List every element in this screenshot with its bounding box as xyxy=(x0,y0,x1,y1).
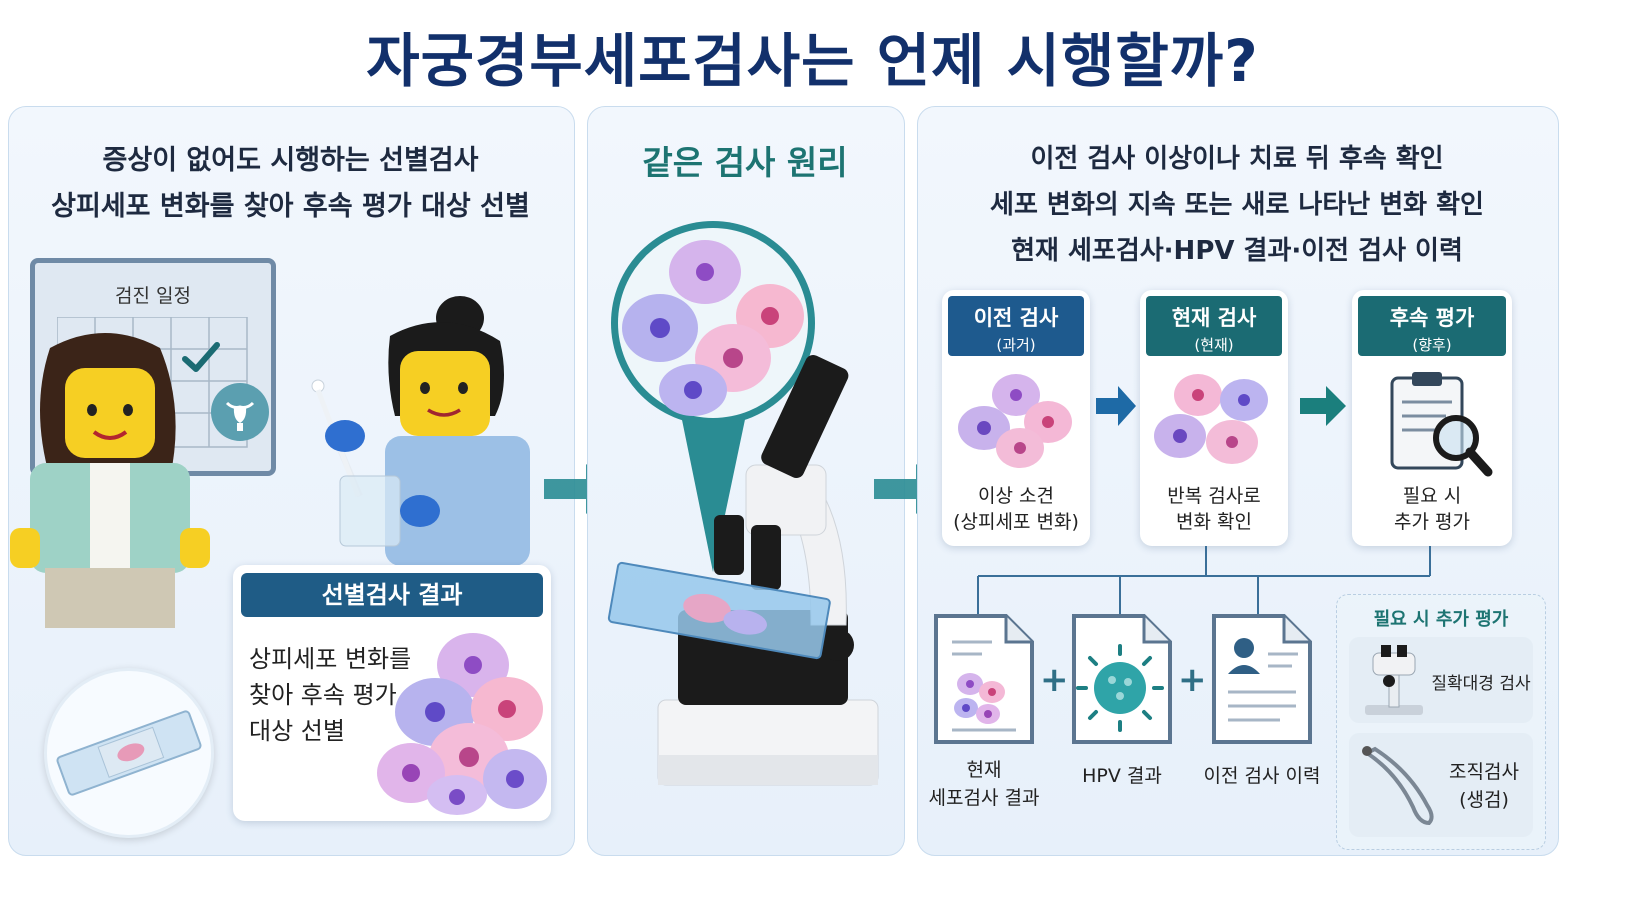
middle-heading: 같은 검사 원리 xyxy=(642,143,848,182)
magnified-cells-bubble xyxy=(611,221,815,572)
glass-slide-icon xyxy=(56,710,202,796)
step-band-followup: 후속 평가 (향후) xyxy=(1358,296,1506,356)
screening-result-line1: 상피세포 변화를 xyxy=(249,645,412,673)
clinician-figure xyxy=(311,296,530,566)
plus-sign: + xyxy=(1178,660,1207,700)
step-title-current: 현재 검사 xyxy=(1171,306,1257,330)
colposcopy-item: 질확대경 검사 xyxy=(1349,637,1533,723)
colposcope-icon xyxy=(1365,645,1423,715)
check-icon xyxy=(182,342,220,372)
additional-eval-title: 필요 시 추가 평가 xyxy=(1373,609,1509,630)
step-sub-current: (현재) xyxy=(1194,336,1234,354)
doc-label-cytology-line2: 세포검사 결과 xyxy=(928,787,1040,809)
screening-result-title: 선별검사 결과 xyxy=(241,573,543,617)
biopsy-item: 조직검사 (생검) xyxy=(1349,733,1533,837)
biopsy-label-line1: 조직검사 xyxy=(1449,761,1519,783)
doc-label-hpv: HPV 결과 xyxy=(1082,765,1162,787)
step-line1-followup: 필요 시 xyxy=(1402,485,1462,507)
step-sub-previous: (과거) xyxy=(996,336,1036,354)
slide-magnifier xyxy=(44,668,214,838)
connector-lines xyxy=(977,546,1431,614)
arrow-right-icon xyxy=(1300,386,1346,426)
step-line2-current: 변화 확인 xyxy=(1176,511,1252,533)
step-line2-followup: 추가 평가 xyxy=(1394,511,1470,533)
right-heading-line1: 이전 검사 이상이나 치료 뒤 후속 확인 xyxy=(1030,144,1444,174)
document-cytology-icon xyxy=(934,614,1034,744)
microscope-icon xyxy=(607,355,879,786)
screening-result-line3: 대상 선별 xyxy=(249,717,345,745)
page-title: 자궁경부세포검사는 언제 시행할까? xyxy=(366,27,1259,95)
plus-sign: + xyxy=(1040,660,1069,700)
clipboard-magnifier-icon xyxy=(1390,372,1493,477)
step-band-previous: 이전 검사 (과거) xyxy=(948,296,1084,356)
step-line1-current: 반복 검사로 xyxy=(1167,485,1261,507)
document-hpv-icon xyxy=(1072,614,1172,744)
calendar-title: 검진 일정 xyxy=(115,285,191,307)
document-history-icon xyxy=(1212,614,1312,744)
left-heading-line1: 증상이 없어도 시행하는 선별검사 xyxy=(102,145,479,176)
screening-result-line2: 찾아 후속 평가 xyxy=(249,681,397,709)
step-card-followup: 후속 평가 (향후) 필요 시 추가 평가 xyxy=(1352,290,1512,546)
cells-icon xyxy=(958,374,1072,468)
step-band-current: 현재 검사 (현재) xyxy=(1146,296,1282,356)
biopsy-forceps-icon xyxy=(1362,746,1434,826)
step-title-previous: 이전 검사 xyxy=(973,306,1059,330)
right-heading-line2: 세포 변화의 지속 또는 새로 나타난 변화 확인 xyxy=(990,190,1484,220)
doc-label-history: 이전 검사 이력 xyxy=(1203,765,1321,787)
right-heading-line3: 현재 세포검사·HPV 결과·이전 검사 이력 xyxy=(1011,236,1463,266)
patient-figure xyxy=(10,333,210,628)
step-line1-previous: 이상 소견 xyxy=(978,485,1054,507)
virus-icon xyxy=(1076,644,1164,732)
cells-icon xyxy=(1154,374,1268,464)
additional-eval-box: 필요 시 추가 평가 질확대경 검사 조직검사 (생검) xyxy=(1336,594,1546,850)
arrow-right-icon xyxy=(1096,386,1136,426)
cells-cluster-icon xyxy=(377,633,547,815)
left-heading-line2: 상피세포 변화를 찾아 후속 평가 대상 선별 xyxy=(51,191,530,222)
colposcopy-label: 질확대경 검사 xyxy=(1431,674,1531,694)
step-card-previous: 이전 검사 (과거) 이상 소견 (상피세포 변화) xyxy=(942,290,1090,546)
step-sub-followup: (향후) xyxy=(1412,336,1452,354)
doc-label-cytology-line1: 현재 xyxy=(966,759,1002,781)
step-line2-previous: (상피세포 변화) xyxy=(953,511,1079,533)
step-card-current: 현재 검사 (현재) 반복 검사로 변화 확인 xyxy=(1140,290,1288,546)
biopsy-label-line2: (생검) xyxy=(1459,789,1509,811)
step-title-followup: 후속 평가 xyxy=(1389,306,1475,330)
screening-result-card: 선별검사 결과 상피세포 변화를 찾아 후속 평가 대상 선별 xyxy=(233,565,551,821)
uterus-icon xyxy=(211,383,269,441)
